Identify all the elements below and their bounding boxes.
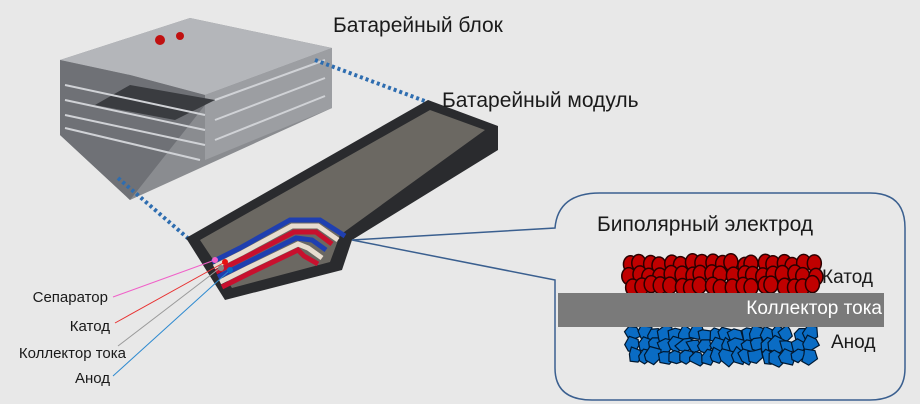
legend-separator: Сепаратор — [32, 289, 108, 306]
module-title: Батарейный модуль — [442, 89, 639, 112]
anode-particle — [777, 348, 795, 366]
battery-pack-image — [60, 18, 332, 200]
cathode-particles — [621, 252, 824, 298]
cathode-particle — [804, 274, 821, 294]
anode-marker — [227, 267, 233, 273]
legend-cathode: Катод — [69, 318, 110, 335]
anode-particle — [747, 348, 764, 364]
electrode-title: Биполярный электрод — [597, 213, 814, 236]
cathode-particle — [691, 276, 708, 295]
anode-particle — [679, 349, 697, 365]
electrode-cathode-label: Катод — [822, 267, 873, 288]
anode-particle — [688, 351, 706, 367]
cathode-particle — [763, 275, 779, 294]
cathode-marker — [222, 259, 228, 265]
pack-title: Батарейный блок — [333, 14, 503, 37]
legend-anode: Анод — [74, 370, 110, 387]
collector-marker — [218, 265, 224, 271]
legend-leaders — [112, 259, 231, 377]
battery-module-image — [186, 100, 498, 300]
anode-particle — [801, 348, 819, 366]
electrode-collector-label: Коллектор тока — [746, 298, 882, 319]
separator-marker — [212, 257, 218, 263]
anode-particle — [643, 345, 662, 366]
anode-particles — [623, 323, 821, 368]
anode-particle — [628, 346, 643, 363]
legend-collector: Коллектор тока — [18, 345, 126, 362]
current-collector-bar — [558, 293, 884, 327]
electrode-anode-label: Анод — [831, 332, 876, 353]
pack-to-module-connectors — [116, 58, 431, 242]
